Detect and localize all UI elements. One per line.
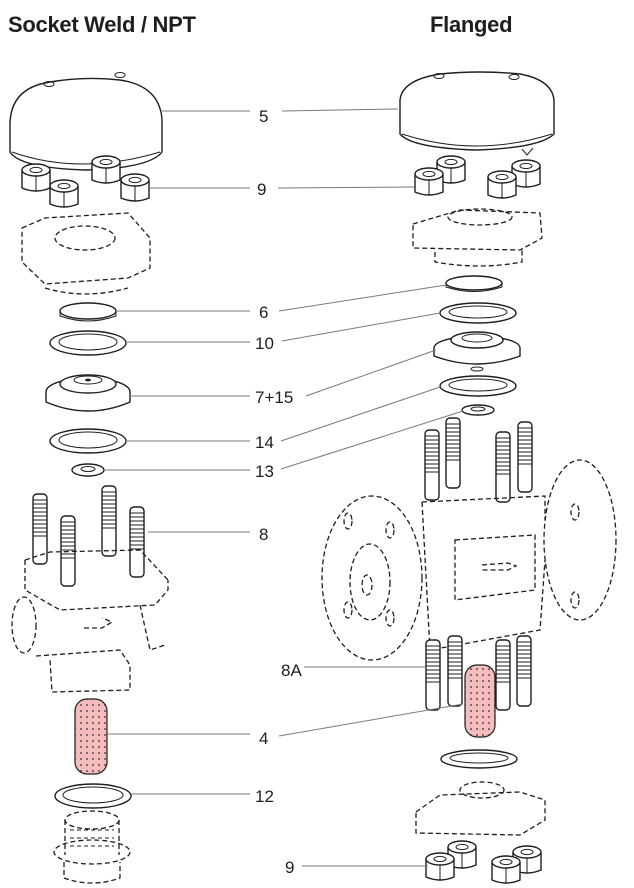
left-gasket-upper [49,330,127,356]
left-cap-dashed [53,810,131,884]
label-10: 10 [255,334,274,353]
callout-6: 6 [116,284,447,322]
right-bonnet-dashed [412,208,543,267]
right-cap-gasket [440,749,518,769]
callout-10: 10 [126,312,441,353]
callout-7-15: 7+15 [130,349,437,407]
callout-8a: 8A [281,661,426,680]
callout-13: 13 [104,410,464,481]
left-small-gasket [71,463,105,477]
title-flanged: Flanged [430,12,513,37]
left-studs [32,485,145,587]
left-cap-gasket [54,783,132,809]
callout-5: 5 [162,107,399,126]
right-flanged-body-dashed [321,459,617,661]
label-9-bottom: 9 [285,858,294,877]
right-disc [445,275,503,292]
right-seat [433,331,521,372]
callout-9: 9 [150,180,415,199]
right-bottom-cover-dashed [415,781,546,836]
label-8: 8 [259,525,268,544]
label-8a: 8A [281,661,302,680]
callout-8: 8 [148,525,268,544]
title-socket-weld-npt: Socket Weld / NPT [8,12,196,37]
right-gasket-lower [439,375,517,397]
label-9: 9 [257,180,266,199]
label-7-15: 7+15 [255,388,293,407]
left-gasket-lower [49,428,127,454]
label-14: 14 [255,433,274,452]
left-cover [9,72,163,171]
left-seat [45,374,131,412]
callout-14: 14 [126,386,441,452]
left-bonnet-dashed [21,212,151,295]
callout-9-bottom: 9 [285,858,428,877]
label-6: 6 [259,303,268,322]
left-screen [74,698,108,775]
left-disc [59,302,117,322]
right-nuts-bottom [425,840,542,884]
label-13: 13 [255,462,274,481]
right-gasket-upper [439,302,517,324]
label-5: 5 [259,107,268,126]
right-studs-top [424,417,533,503]
label-4: 4 [259,729,268,748]
callout-12: 12 [131,787,274,806]
right-screen [464,664,496,738]
right-nuts [414,155,541,199]
left-body-dashed [11,549,169,693]
callout-4: 4 [107,703,464,748]
label-12: 12 [255,787,274,806]
right-small-gasket [461,404,495,416]
right-cover [399,71,555,156]
